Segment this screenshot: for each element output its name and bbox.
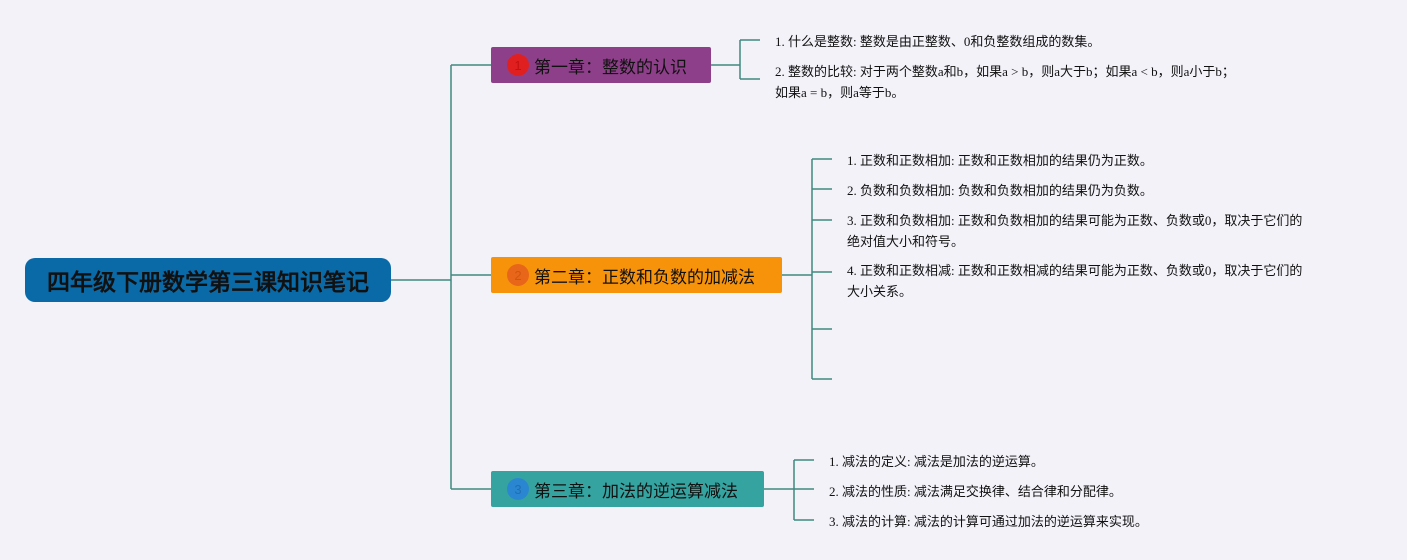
leaf-item[interactable]: 1. 正数和正数相加: 正数和正数相加的结果仍为正数。 <box>847 153 1153 168</box>
branch-chapter-1[interactable]: 1 第一章：整数的认识 <box>491 47 711 83</box>
number-badge-icon: 1 <box>507 54 529 76</box>
root-title: 四年级下册数学第三课知识笔记 <box>47 270 369 296</box>
leaf-item[interactable]: 2. 减法的性质: 减法满足交换律、结合律和分配律。 <box>829 484 1122 499</box>
leaf-item[interactable]: 4. 正数和正数相减: 正数和正数相减的结果可能为正数、负数或0，取决于它们的 … <box>847 263 1303 299</box>
leaf-item[interactable]: 2. 整数的比较: 对于两个整数a和b，如果a > b，则a大于b；如果a < … <box>775 64 1235 100</box>
branch-1-leaf-connector <box>711 39 760 80</box>
number-badge-icon: 2 <box>507 264 529 286</box>
leaf-item[interactable]: 3. 正数和负数相加: 正数和负数相加的结果可能为正数、负数或0，取决于它们的 … <box>847 213 1303 249</box>
leaf-item[interactable]: 2. 负数和负数相加: 负数和负数相加的结果仍为负数。 <box>847 183 1153 198</box>
branch-2-leaf-connector <box>782 158 832 380</box>
branch-chapter-2[interactable]: 2 第二章：正数和负数的加减法 <box>491 257 782 293</box>
branch-label: 第三章：加法的逆运算减法 <box>534 481 738 502</box>
number-badge-icon: 3 <box>507 478 529 500</box>
branch-label: 第二章：正数和负数的加减法 <box>534 267 755 288</box>
branch-chapter-3[interactable]: 3 第三章：加法的逆运算减法 <box>491 471 764 507</box>
branch-label: 第一章：整数的认识 <box>534 57 687 78</box>
root-topic[interactable]: 四年级下册数学第三课知识笔记 <box>25 258 391 302</box>
branch-3-leaf-connector <box>764 459 814 521</box>
leaf-item[interactable]: 1. 减法的定义: 减法是加法的逆运算。 <box>829 454 1044 469</box>
leaf-item[interactable]: 1. 什么是整数: 整数是由正整数、0和负整数组成的数集。 <box>775 34 1101 49</box>
leaf-item[interactable]: 3. 减法的计算: 减法的计算可通过加法的逆运算来实现。 <box>829 514 1148 529</box>
